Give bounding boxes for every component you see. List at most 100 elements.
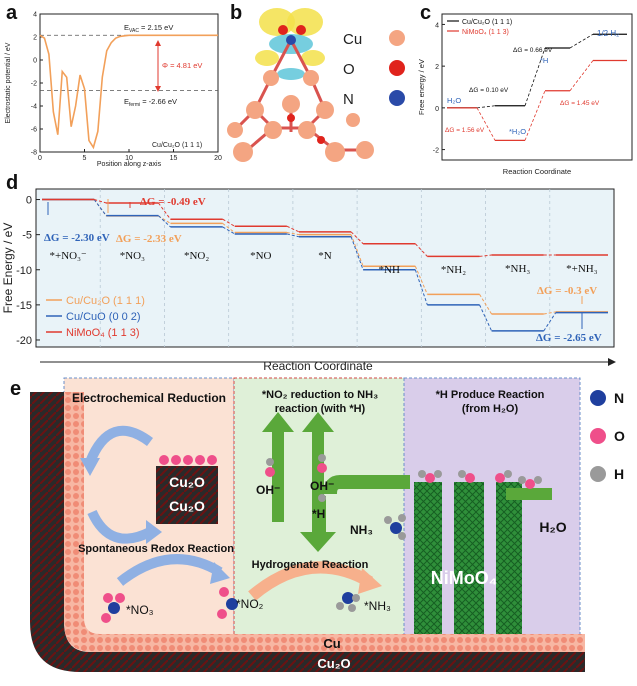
panel-a-xtick-label: 20 <box>214 155 222 162</box>
panel-c-h-star-label: *H <box>540 56 548 65</box>
legend-label-h: H <box>614 466 624 482</box>
panel-c-dg1: ΔG = 0.10 eV <box>469 87 509 94</box>
legend-label-n: N <box>343 91 354 108</box>
panel-d-ytick-label: -5 <box>22 230 32 242</box>
panel-d-xlabel: Reaction Coordinate <box>263 359 373 372</box>
panel-d-dg-c: ΔG = -2.33 eV <box>116 233 182 245</box>
panel-label-e: e <box>10 378 22 400</box>
panel-c-connector <box>569 60 594 91</box>
panel-e-legend: N O H <box>590 390 625 482</box>
nh3-label: NH₃ <box>350 523 373 537</box>
panel-d-connector <box>93 199 107 216</box>
oh-up-arrow-1 <box>262 412 294 522</box>
svg-text:Cu/Cu₂O (1 1 1): Cu/Cu₂O (1 1 1) <box>462 19 512 26</box>
panel-d-gridlines <box>99 189 551 347</box>
o-atoms <box>278 25 325 144</box>
panel-a-yticks: 420-2-4-6-8 <box>31 12 43 157</box>
panel-d-dg-a: ΔG = -0.49 eV <box>140 196 206 208</box>
panel-c-connector <box>476 105 496 109</box>
panel-d-state-label: *NO₂ <box>184 250 209 262</box>
panel-d-connector <box>543 312 557 332</box>
nh3-molecule <box>384 514 406 540</box>
panel-d-connector <box>350 234 364 267</box>
legend-label-o: O <box>614 428 625 444</box>
legend-label-n: N <box>614 390 624 406</box>
oh-molecule-1 <box>265 458 275 477</box>
nimoo4-top-bar <box>506 488 552 500</box>
panel-d-chart: 0-5-10-15-20 *+NO₃⁻*NO₃*NO₂*NO*N*NH*NH₂*… <box>1 188 616 372</box>
panel-a-xtick-label: 5 <box>83 155 87 162</box>
panel-d-dg-d: ΔG = -0.3 eV <box>537 285 597 297</box>
panel-c-connector <box>524 90 546 141</box>
h2o-label: H₂O <box>539 519 566 535</box>
panel-d-state-label: *N <box>318 250 332 262</box>
panel-d-steps <box>42 198 608 332</box>
panel-d-yticks: 0-5-10-15-20 <box>16 195 40 347</box>
cu2o-bottom-label: Cu₂O <box>169 498 205 514</box>
panel-d-connector <box>222 218 235 227</box>
panel-c-ytick-label: 0 <box>435 106 439 113</box>
panel-d-connector <box>479 254 492 257</box>
cu-label: Cu <box>323 636 340 651</box>
panel-c-xlabel: Reaction Coordinate <box>503 167 571 176</box>
panel-d-state-label: *NH₃ <box>505 263 530 275</box>
reduction-arrow <box>85 425 153 464</box>
panel-c-dg4: ΔG = 1.45 eV <box>560 100 600 107</box>
panel-d-connector <box>158 202 171 220</box>
panel-d-connector <box>286 233 300 238</box>
legend-atom-cu <box>389 30 405 46</box>
n-atom <box>286 35 296 45</box>
panel-c-frame <box>441 13 633 161</box>
oh-label-2: OH⁻ <box>310 479 334 493</box>
panel-d-state-label: *NO₃ <box>120 250 145 262</box>
panel-d-state-labels: *+NO₃⁻*NO₃*NO₂*NO*N*NH*NH₂*NH₃*+NH₃ <box>49 250 597 276</box>
h-transfer-arrow <box>323 475 410 495</box>
panel-d-state-label: *+NH₃ <box>566 263 598 275</box>
panel-c-half-h2-label: 1/2 H₂ <box>597 29 619 38</box>
legend-label-cu: Cu <box>343 31 362 48</box>
panel-c-connector <box>476 107 496 141</box>
panel-a-efermi-label: Efermi = -2.66 eV <box>124 97 177 108</box>
panel-a-xlabel: Position along z-axis <box>97 161 162 168</box>
panel-a-ytick-label: -8 <box>31 150 37 157</box>
panel-d-connector <box>350 231 364 245</box>
panel-d-ytick-label: -20 <box>16 335 32 347</box>
section-h-title-1: *H Produce Reaction <box>436 389 545 401</box>
panel-c-connector <box>569 33 594 49</box>
legend-atom-o <box>389 60 405 76</box>
nh3-star-molecule <box>336 592 360 612</box>
legend-atom-h <box>590 466 606 482</box>
panel-c-h2o-label: H₂O <box>447 96 461 105</box>
charge-density-lobe <box>287 8 323 36</box>
panel-c-connector <box>524 47 546 106</box>
panel-d-connector <box>479 294 492 315</box>
panel-d-connector <box>414 269 428 306</box>
panel-d-state-label: *+NO₃⁻ <box>49 250 86 262</box>
panel-d-connector <box>414 266 428 295</box>
section-electrochemical-title: Electrochemical Reduction <box>72 391 226 405</box>
o-atoms-on-block <box>159 455 217 465</box>
section-no2-title-1: *NO₂ reduction to NH₃ <box>262 389 378 401</box>
panel-a-xtick-label: 0 <box>38 155 42 162</box>
panel-a-xtick-label: 10 <box>125 155 133 162</box>
panel-a-ytick-label: -2 <box>31 81 37 88</box>
section-h-title-2: (from H₂O) <box>462 403 519 415</box>
cu2o-top-label: Cu₂O <box>169 474 205 490</box>
nimoo4-pillar <box>496 482 522 634</box>
cu-atoms <box>227 70 374 162</box>
panel-c-ytick-label: -2 <box>433 148 439 155</box>
legend-atom-n <box>590 390 606 406</box>
hydrogenate-label: Hydrogenate Reaction <box>252 559 369 571</box>
nimoo4-pillar <box>414 482 442 634</box>
panel-d-state-label: *NH <box>379 264 400 276</box>
charge-density-lobe <box>255 50 279 66</box>
panel-d-ylabel: Free Energy / eV <box>1 223 15 314</box>
oh-up-arrow-2 <box>302 412 334 532</box>
panel-d-connector <box>543 311 556 315</box>
panel-c-ylabel: Free energy / eV <box>417 59 426 115</box>
hydrogenate-arrow <box>248 561 374 601</box>
panel-d-ytick-label: -15 <box>16 300 32 312</box>
panel-a-ytick-label: -6 <box>31 127 37 134</box>
